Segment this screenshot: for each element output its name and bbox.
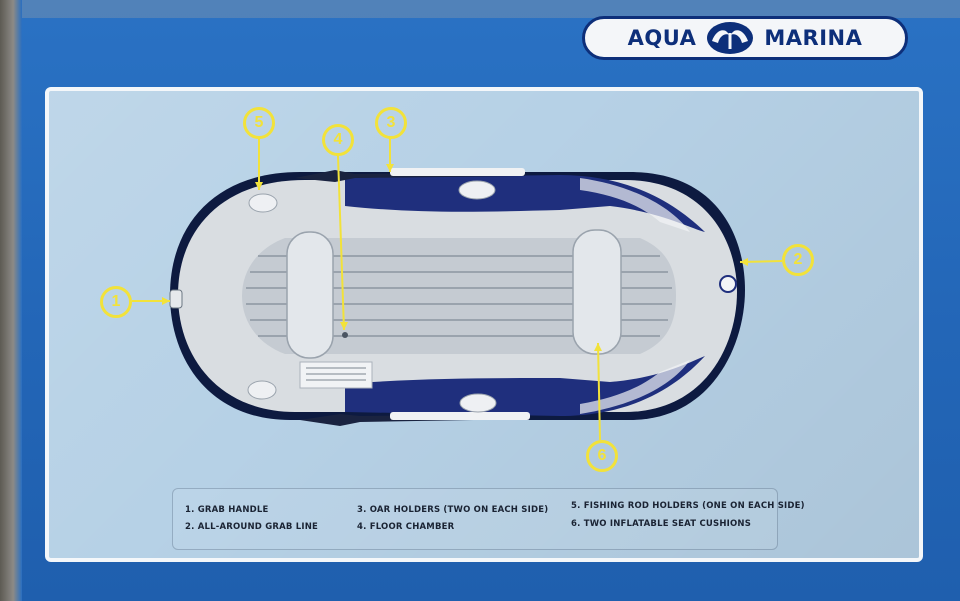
callout-5: 5 — [243, 107, 275, 139]
callout-6: 6 — [586, 440, 618, 472]
oar-holder-bottom — [459, 393, 497, 413]
capacity-label-plate — [299, 361, 373, 389]
rod-holder-top — [248, 193, 278, 213]
legend-item: 6. TWO INFLATABLE SEAT CUSHIONS — [571, 519, 752, 529]
bow-emblem-icon — [719, 275, 737, 293]
legend-item: 1. GRAB HANDLE — [185, 505, 269, 515]
oar-holder-top — [458, 180, 496, 200]
seat-cushion-left — [286, 231, 334, 359]
brand-logo-left: AQUA — [627, 26, 697, 50]
legend-item: 4. FLOOR CHAMBER — [357, 522, 455, 532]
floor-chamber — [242, 238, 676, 354]
grab-handle — [169, 289, 183, 309]
callout-2: 2 — [782, 244, 814, 276]
rod-holder-bottom — [247, 380, 277, 400]
brand-logo: AQUA MARINA — [582, 16, 908, 60]
floor-valve-icon — [342, 332, 348, 338]
box-torn-edge — [0, 0, 22, 601]
seat-cushion-right — [572, 229, 622, 355]
legend-item: 2. ALL-AROUND GRAB LINE — [185, 522, 319, 532]
legend-item: 3. OAR HOLDERS (TWO ON EACH SIDE) — [357, 505, 549, 515]
aqua-marina-emblem-icon — [707, 22, 754, 54]
callout-3: 3 — [375, 107, 407, 139]
callout-1: 1 — [100, 286, 132, 318]
box-top-edge — [0, 0, 960, 18]
legend-item: 5. FISHING ROD HOLDERS (ONE ON EACH SIDE… — [571, 501, 805, 511]
feature-legend: 1. GRAB HANDLE 2. ALL-AROUND GRAB LINE 3… — [172, 488, 805, 550]
callout-4: 4 — [322, 124, 354, 156]
brand-logo-right: MARINA — [764, 26, 863, 50]
